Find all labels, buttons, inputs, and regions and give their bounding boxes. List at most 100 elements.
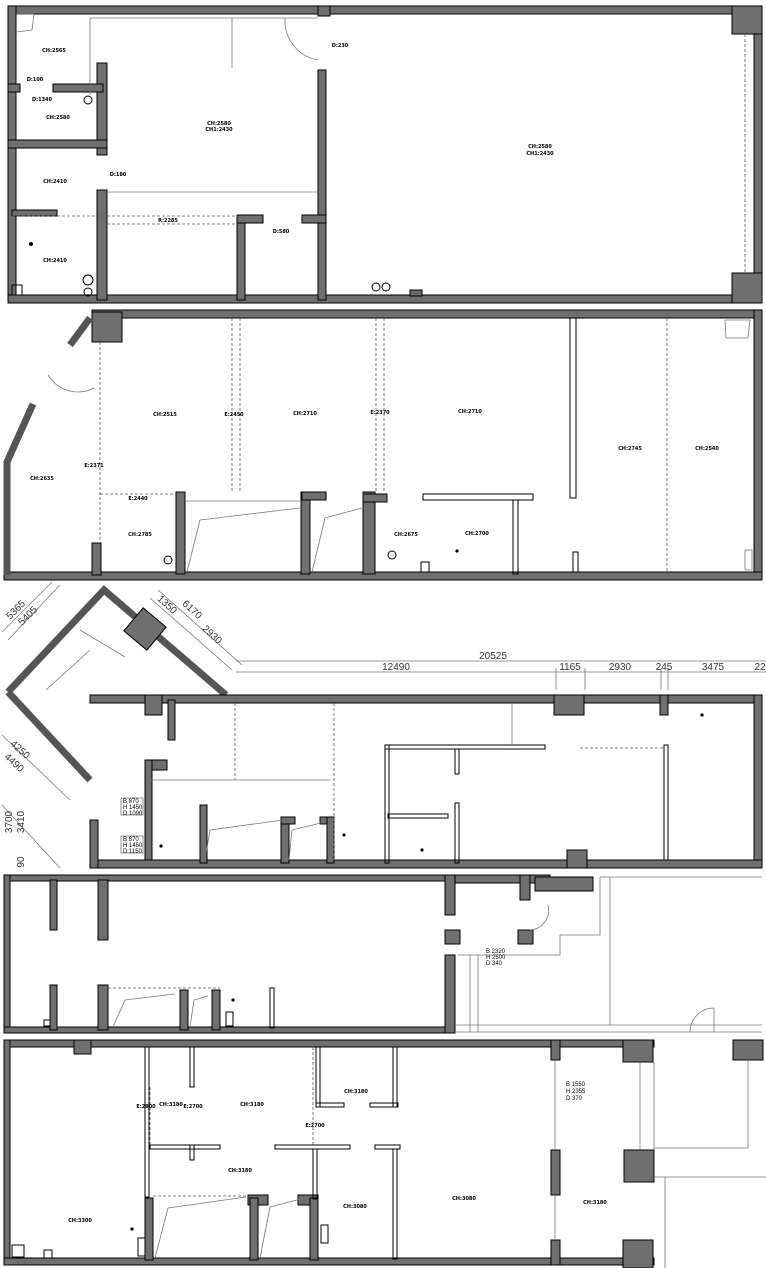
dimension-text: 245 xyxy=(656,662,673,673)
window-tag: B 1550 H 2355 D 370 xyxy=(566,1082,586,1102)
wall xyxy=(315,1046,321,1108)
window-width: B 870 xyxy=(123,799,139,805)
wall xyxy=(444,954,456,1034)
wall xyxy=(52,83,104,93)
wall xyxy=(326,816,335,864)
room-label: CH:2745 xyxy=(618,446,642,452)
room-label: CH:2565 xyxy=(42,48,66,54)
dimension-label: E:2700 xyxy=(183,1104,203,1110)
wall xyxy=(3,1039,11,1266)
floor-plan-1: CH:2565 D:100 D:1340 CH:2580 CH:2580 CH1… xyxy=(7,5,763,304)
wall xyxy=(97,984,109,1031)
toilet-icon xyxy=(320,1224,329,1244)
wall xyxy=(5,689,93,783)
sink-icon xyxy=(420,561,430,573)
dimension-label: D:180 xyxy=(110,172,127,178)
column xyxy=(553,694,585,716)
column xyxy=(622,1239,654,1268)
dimension-text: 1165 xyxy=(559,662,581,673)
dimension-line xyxy=(1,734,71,801)
door-swing xyxy=(529,904,549,931)
wall xyxy=(444,874,456,916)
window-tag: B 870 H 1450 D 1090 xyxy=(120,797,144,817)
sink-icon xyxy=(11,284,23,296)
wall xyxy=(5,585,229,698)
bathtub-icon xyxy=(11,1244,25,1258)
floor-plan-2: CH:2635 E:2371 CH:2515 E:2450 CH:2710 E:… xyxy=(3,309,763,581)
room-label: CH:2675 xyxy=(394,532,418,538)
wall xyxy=(144,1046,150,1198)
light-point-icon xyxy=(231,998,235,1002)
wall xyxy=(569,317,577,499)
dimension-text: 20525 xyxy=(479,651,507,662)
vent xyxy=(409,289,423,297)
wall xyxy=(49,984,58,1031)
wall xyxy=(753,309,763,581)
wall xyxy=(236,214,264,224)
wall xyxy=(3,402,37,575)
stair-line xyxy=(154,1196,247,1259)
wall xyxy=(387,813,449,819)
wall xyxy=(454,802,460,864)
window-height: H 1450 xyxy=(123,805,143,811)
wall xyxy=(91,309,763,319)
window-width: B 1550 xyxy=(566,1082,586,1088)
bathtub-icon xyxy=(724,319,751,339)
washing-machine-icon xyxy=(225,1011,234,1027)
window-width: B 870 xyxy=(123,837,139,843)
wall xyxy=(309,1197,319,1261)
stair-line xyxy=(112,993,176,1028)
wall xyxy=(550,1239,561,1266)
room-label: CH:2710 xyxy=(458,409,482,415)
dimension-text: 2930 xyxy=(200,624,224,647)
room-label: CH:3180 xyxy=(583,1200,607,1206)
dimension-line xyxy=(157,589,243,666)
column xyxy=(91,311,123,343)
wall xyxy=(392,1148,398,1260)
light-point-icon xyxy=(130,1227,134,1231)
window-depth: D 370 xyxy=(566,1096,583,1102)
door-swing xyxy=(284,17,319,61)
sink-icon xyxy=(43,1019,51,1027)
room-label: CH:2540 xyxy=(695,446,719,452)
wall xyxy=(280,816,296,825)
room-label: CH1:2430 xyxy=(205,127,233,133)
column xyxy=(566,849,588,869)
light-point-icon xyxy=(29,242,33,246)
dimension-text: 3700 xyxy=(4,810,15,833)
wall xyxy=(7,5,763,15)
wall xyxy=(663,744,669,861)
dimension-label: E:2700 xyxy=(305,1123,325,1129)
wall xyxy=(249,1197,259,1261)
column xyxy=(517,929,534,945)
light-point-icon xyxy=(420,848,424,852)
dimension-label: D:580 xyxy=(273,229,290,235)
room-label: CH:3180 xyxy=(240,1102,264,1108)
sink-icon xyxy=(371,282,381,292)
room-label: CH:3180 xyxy=(159,1102,183,1108)
wall xyxy=(96,62,108,156)
room-label: CH:3180 xyxy=(344,1089,368,1095)
dryer-icon xyxy=(83,287,93,297)
wall xyxy=(236,214,246,301)
dimension-label: R:2285 xyxy=(158,218,178,224)
window-tag: B 2320 H 2500 D 340 xyxy=(486,949,506,967)
light-point-icon xyxy=(700,713,704,717)
wall xyxy=(3,1026,456,1034)
window-depth: D 1150 xyxy=(123,849,143,855)
wall xyxy=(362,491,376,575)
wall xyxy=(175,491,186,575)
room-label: CH:2700 xyxy=(465,531,489,537)
room-label: CH:2710 xyxy=(293,411,317,417)
wall xyxy=(315,1102,345,1108)
wall xyxy=(301,491,327,501)
wall xyxy=(189,1144,195,1161)
wall xyxy=(300,491,311,575)
stair-line xyxy=(288,821,326,861)
room-label: CH:2410 xyxy=(43,179,67,185)
wall xyxy=(369,1102,399,1108)
room-label: CH:2580 xyxy=(207,121,231,127)
wall xyxy=(7,5,17,304)
wall xyxy=(362,493,388,503)
stair-line xyxy=(259,1196,309,1259)
